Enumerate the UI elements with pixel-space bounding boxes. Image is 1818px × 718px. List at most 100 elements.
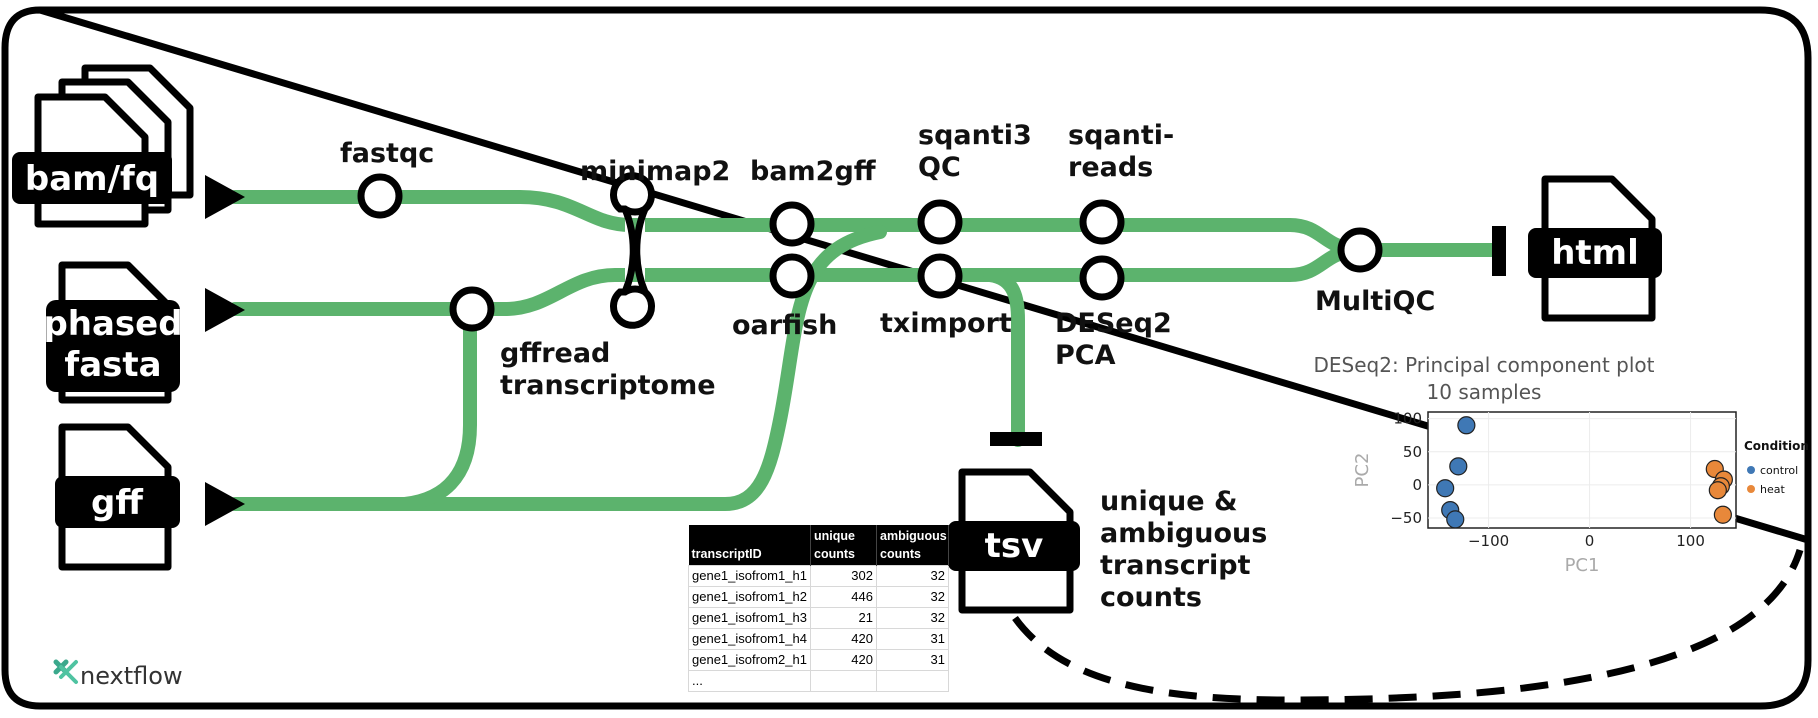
table-cell-ambiguous: 32	[876, 565, 949, 587]
fastqc-station	[357, 173, 403, 219]
oarfish-station	[769, 253, 815, 299]
pca-ylabel: PC2	[1352, 453, 1373, 488]
tsv-desc-line4: counts	[1100, 582, 1202, 613]
table-cell-transcriptid: gene1_isofrom1_h4	[688, 628, 811, 650]
bam2gff-station	[769, 201, 815, 247]
table-cell-unique: 446	[810, 586, 877, 608]
fasta-label-line2: fasta	[64, 345, 161, 385]
fasta-label-line1: phased	[43, 304, 182, 344]
html-output-bar	[1492, 226, 1506, 276]
nextflow-logo-text: nextflow	[80, 662, 183, 690]
pca-point-heat	[1713, 505, 1732, 524]
tsv-label: tsv	[985, 526, 1044, 566]
pca-point-control	[1457, 416, 1476, 435]
bam2gff-label: bam2gff	[750, 156, 877, 187]
sqanti3qc-label-line2: QC	[918, 152, 961, 183]
pca-legend-title: Condition	[1744, 439, 1809, 453]
table-header-unique[interactable]: unique counts	[810, 525, 877, 566]
legend-label-heat: heat	[1760, 483, 1785, 496]
pca-points	[1436, 416, 1733, 529]
tsv-desc-line3: transcript	[1100, 550, 1251, 581]
sqanti3qc-label-line1: sqanti3	[918, 120, 1032, 151]
fasta-label-bg	[46, 300, 180, 392]
table-cell-unique	[810, 670, 877, 692]
table-cell-ambiguous: 31	[876, 628, 949, 650]
bamfq-input-arrow	[205, 175, 245, 219]
pca-chart: DESeq2: Principal component plot 10 samp…	[1314, 353, 1809, 576]
table-cell-ambiguous: 32	[876, 607, 949, 629]
counts-table: transcriptID unique counts ambiguous cou…	[688, 525, 949, 692]
oarfish-label: oarfish	[732, 310, 837, 341]
table-cell-ambiguous: 31	[876, 649, 949, 671]
tsv-desc-line2: ambiguous	[1100, 518, 1267, 549]
sqanti-reads-station	[1079, 199, 1125, 245]
table-cell-transcriptid: ...	[688, 670, 811, 692]
route-fasta-multiqc-bottom	[228, 245, 1357, 316]
table-cell-ambiguous	[876, 670, 949, 692]
table-header-row: transcriptID unique counts ambiguous cou…	[688, 525, 949, 566]
green-routes	[228, 190, 1505, 511]
tximport-label: tximport	[880, 308, 1012, 339]
sqanti-reads-label-line2: reads	[1068, 152, 1153, 183]
tsv-desc-line1: unique &	[1100, 486, 1238, 517]
gff-input-arrow	[205, 482, 245, 526]
table-header-transcriptid[interactable]: transcriptID	[688, 525, 811, 566]
sqanti3qc-station	[917, 199, 963, 245]
bamfq-label-bg	[12, 152, 172, 204]
multiqc-label: MultiQC	[1315, 286, 1435, 317]
bamfq-label: bam/fq	[25, 159, 159, 199]
pca-plot-area	[1427, 411, 1737, 529]
multiqc-station	[1337, 227, 1383, 273]
table-cell-unique: 21	[810, 607, 877, 629]
legend-marker-control	[1747, 466, 1755, 474]
pca-ytick-label: 100	[1393, 410, 1422, 428]
gffread-station	[449, 286, 495, 332]
pca-ytick-label: −50	[1390, 509, 1422, 527]
deseq2-label-line2: PCA	[1055, 340, 1116, 371]
gffread-label-line1: gffread	[500, 338, 610, 369]
table-row: ...	[688, 670, 949, 692]
table-cell-unique: 420	[810, 649, 877, 671]
tsv-output-bar	[990, 432, 1042, 446]
tximport-station	[917, 253, 963, 299]
table-header-ambiguous[interactable]: ambiguous counts	[876, 525, 949, 566]
pca-grid	[1428, 412, 1736, 528]
pca-xtick-label: 100	[1676, 532, 1705, 550]
gff-label-bg	[55, 476, 180, 528]
pca-ytick-label: 50	[1403, 443, 1422, 461]
pca-point-heat	[1708, 481, 1727, 500]
route-gff-oarfish	[228, 225, 887, 511]
pca-title-line1: DESeq2: Principal component plot	[1314, 353, 1655, 377]
gffread-label-line2: transcriptome	[500, 370, 716, 401]
minimap2-label: minimap2	[580, 156, 730, 187]
table-cell-transcriptid: gene1_isofrom2_h1	[688, 649, 811, 671]
route-tximport-tsv	[983, 268, 1025, 447]
pca-point-control	[1436, 479, 1455, 498]
table-cell-unique: 302	[810, 565, 877, 587]
table-cell-transcriptid: gene1_isofrom1_h3	[688, 607, 811, 629]
dashed-connector	[1012, 548, 1804, 704]
table-cell-ambiguous: 32	[876, 586, 949, 608]
table-cell-transcriptid: gene1_isofrom1_h1	[688, 565, 811, 587]
tsv-label-bg	[948, 521, 1080, 571]
html-label-bg	[1528, 228, 1662, 278]
legend-marker-heat	[1747, 485, 1755, 493]
pca-xtick-label: −100	[1468, 532, 1509, 550]
fastqc-label: fastqc	[340, 138, 434, 169]
deseq2-label-line1: DESeq2	[1055, 308, 1172, 339]
nextflow-logo-icon	[53, 659, 78, 684]
pca-ytick-label: 0	[1412, 476, 1422, 494]
minimap2-station	[610, 172, 655, 329]
pca-point-control	[1449, 457, 1468, 476]
route-gffread-down	[398, 305, 477, 511]
outer-frame	[1, 6, 1812, 710]
legend-label-control: control	[1760, 464, 1798, 477]
html-label: html	[1551, 233, 1639, 273]
